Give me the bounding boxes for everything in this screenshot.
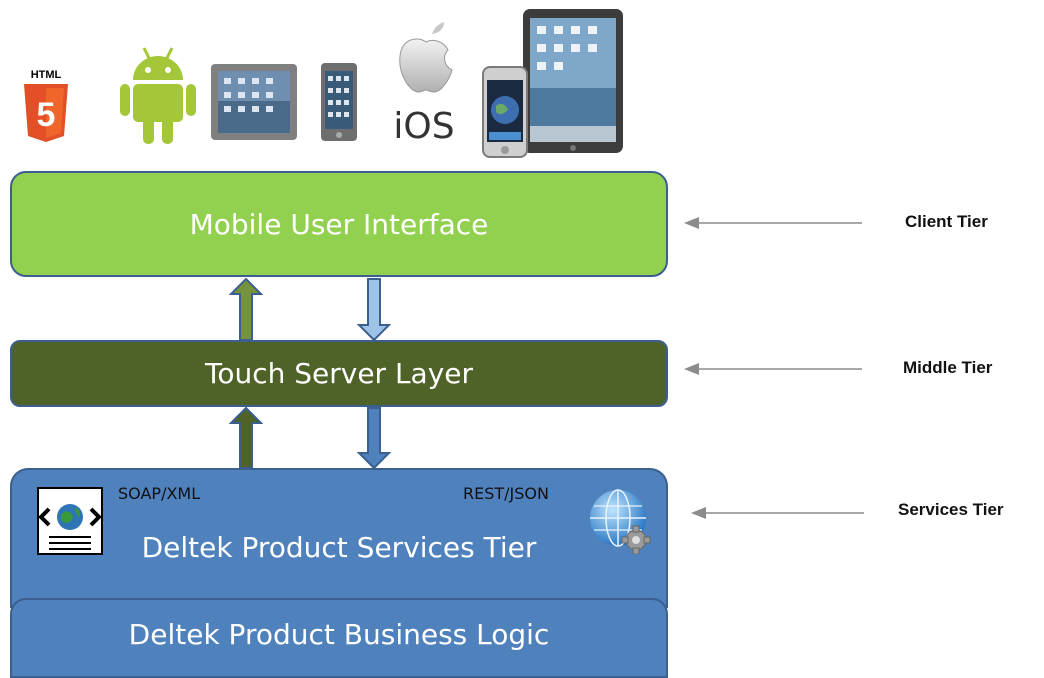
business-logic-box-label: Deltek Product Business Logic	[128, 618, 550, 651]
up-arrow-client	[229, 278, 263, 341]
web-document-icon	[37, 487, 103, 555]
client-tier-box-label: Mobile User Interface	[189, 207, 489, 241]
services-tier-box: Deltek Product Services Tier	[10, 468, 668, 608]
html5-icon: HTML 5	[20, 66, 72, 146]
middle-tier-label: Middle Tier	[903, 358, 993, 377]
middle-tier-box: Touch Server Layer	[10, 340, 668, 407]
services-tier-pointer-arrow	[690, 505, 865, 521]
globe-gear-icon	[588, 488, 652, 554]
android-icon	[118, 44, 198, 146]
client-tier-pointer-arrow	[683, 215, 863, 231]
rest-json-label: REST/JSON	[463, 484, 549, 503]
business-logic-box: Deltek Product Business Logic	[10, 598, 668, 678]
svg-text:iOS: iOS	[393, 106, 454, 147]
client-tier-box: Mobile User Interface	[10, 171, 668, 277]
client-tier-label: Client Tier	[905, 212, 988, 231]
middle-tier-pointer-arrow	[683, 361, 863, 377]
apple-ios-icon: iOS	[388, 20, 464, 148]
up-arrow-middle	[229, 407, 263, 469]
services-tier-label: Services Tier	[898, 500, 1004, 519]
smartphone-icon	[320, 62, 358, 142]
svg-text:HTML: HTML	[31, 69, 62, 81]
services-tier-box-label: Deltek Product Services Tier	[141, 531, 537, 564]
tablet-icon	[210, 62, 298, 142]
middle-tier-box-label: Touch Server Layer	[204, 357, 474, 390]
svg-text:5: 5	[37, 96, 56, 134]
down-arrow-middle	[357, 407, 391, 469]
iphone-icon	[482, 66, 528, 158]
soap-xml-label: SOAP/XML	[118, 484, 201, 503]
ipad-icon	[522, 8, 624, 154]
down-arrow-client	[357, 278, 391, 341]
